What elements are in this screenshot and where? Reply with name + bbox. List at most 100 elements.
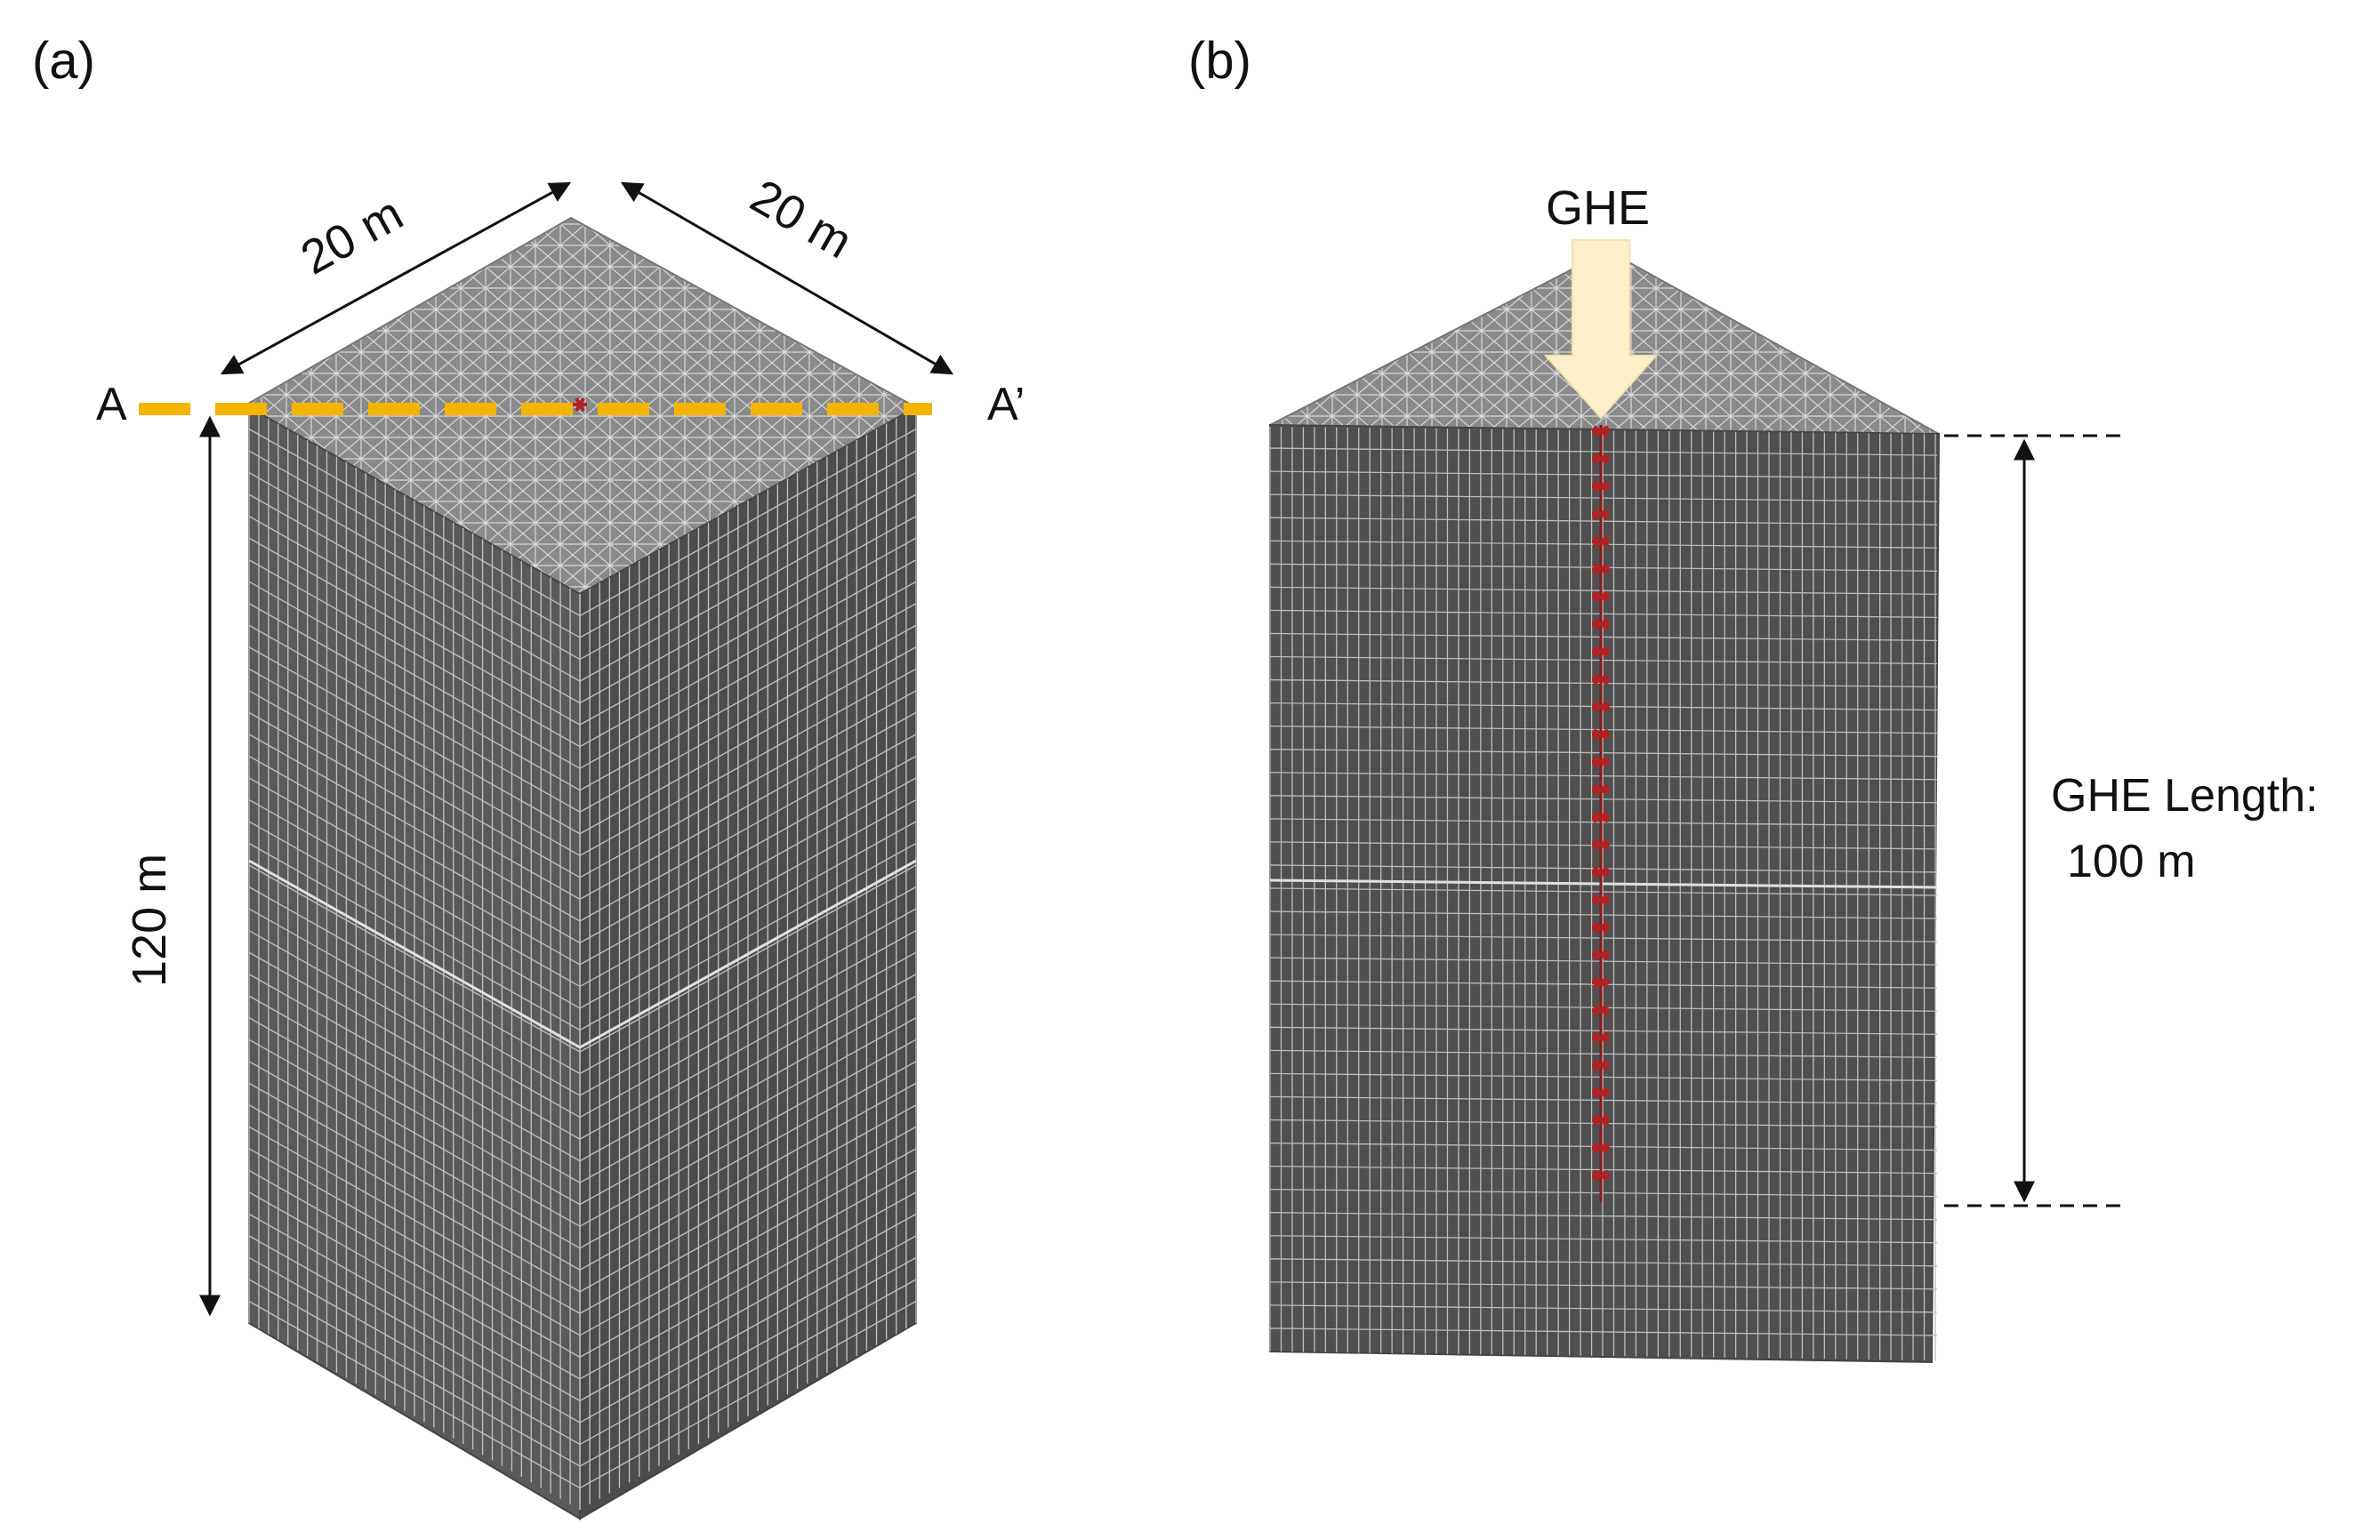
mesh-line [248, 711, 581, 900]
mesh-line [1269, 1258, 1938, 1267]
mesh-line [248, 1126, 581, 1314]
mesh-line [248, 951, 581, 1140]
section-start-label: A [96, 379, 127, 430]
mesh-line [1269, 957, 1938, 966]
ghe-element-marker [1592, 894, 1610, 906]
mesh-line [1269, 934, 1938, 942]
mesh-line [248, 603, 581, 791]
mesh-line [1269, 1304, 1938, 1313]
width-dimension-left [220, 181, 572, 375]
mesh-line [248, 1104, 581, 1293]
ghe-element-marker [1592, 453, 1610, 465]
mesh-line [579, 624, 917, 813]
mesh-line [248, 864, 581, 1053]
mesh-line [1269, 632, 1938, 642]
mesh-line [248, 777, 581, 966]
ghe-element-marker [1592, 646, 1610, 658]
mesh-line [579, 951, 917, 1140]
ghe-element-marker [1592, 1114, 1610, 1127]
mesh-line [579, 1017, 917, 1206]
ghe-arrow [1543, 239, 1659, 420]
mesh-line [579, 798, 917, 988]
ghe-element-marker [1592, 425, 1610, 437]
ghe-element-marker [1592, 535, 1610, 548]
mesh-line [579, 690, 917, 878]
mesh-line [1269, 772, 1938, 781]
ghe-element-column [1592, 425, 1610, 1202]
mesh-line [1269, 1212, 1938, 1221]
mesh-line [579, 842, 917, 1031]
mesh-line [1269, 1026, 1938, 1035]
mesh-line [248, 886, 581, 1075]
mesh-line [248, 1191, 581, 1380]
mesh-line [248, 974, 581, 1162]
mesh-line [579, 1300, 917, 1489]
mesh-line [248, 581, 581, 769]
mesh-line [248, 734, 581, 922]
mesh-line [579, 450, 917, 638]
mesh-line [1269, 447, 1938, 456]
panel-b: (b) GHE GHE Length: 100 m [1188, 32, 2319, 1364]
ghe-element-marker [1592, 728, 1610, 741]
ghe-element-marker [1592, 1169, 1610, 1182]
ghe-element-marker [1592, 838, 1610, 851]
mesh-line [1269, 1165, 1938, 1175]
ghe-length-label-line2: 100 m [2067, 836, 2196, 887]
ghe-element-marker [1592, 866, 1610, 878]
mesh-line [579, 1169, 917, 1358]
mesh-line [248, 929, 581, 1119]
mesh-line [248, 1039, 581, 1227]
mesh-line [579, 755, 917, 943]
mesh-line [1269, 517, 1938, 525]
panel-b-label: (b) [1188, 32, 1251, 90]
half-block-mesh-lines [1269, 427, 1938, 1360]
mesh-line [248, 1169, 581, 1358]
mesh-line [1269, 749, 1938, 758]
mesh-line [579, 493, 917, 682]
ghe-element-marker [1592, 949, 1610, 961]
mesh-line [579, 1213, 917, 1401]
mesh-line [579, 974, 917, 1162]
mesh-line [248, 1235, 581, 1424]
mesh-line [1269, 609, 1938, 619]
ghe-element-marker [1592, 921, 1610, 934]
mesh-line [1269, 678, 1938, 688]
mesh-line [248, 798, 581, 988]
mesh-line [248, 1017, 581, 1206]
mesh-line [579, 1104, 917, 1293]
mesh-line [579, 471, 917, 661]
ghe-element-marker [1592, 480, 1610, 493]
ghe-label: GHE [1546, 181, 1650, 235]
ghe-element-marker [1592, 1142, 1610, 1154]
mesh-line [248, 1061, 581, 1249]
mesh-line [248, 755, 581, 943]
panel-a-label: (a) [32, 32, 95, 90]
mesh-line [1269, 1049, 1938, 1058]
mesh-line [579, 581, 917, 769]
block-mesh-lines [248, 407, 917, 1510]
mesh-line [1269, 470, 1938, 479]
mesh-line [1269, 910, 1938, 919]
ghe-element-marker [1592, 1059, 1610, 1071]
ghe-element-marker [1592, 1004, 1610, 1016]
mesh-line [579, 428, 917, 617]
height-label: 120 m [123, 854, 176, 987]
mesh-line [579, 537, 917, 726]
ghe-element-marker [1592, 618, 1610, 630]
mesh-line [248, 559, 581, 748]
mesh-line [248, 537, 581, 726]
mesh-line [248, 1148, 581, 1336]
ghe-element-marker [1592, 1031, 1610, 1044]
ghe-element-marker [1592, 811, 1610, 823]
mesh-line [579, 821, 917, 1009]
mesh-line [1269, 1189, 1938, 1198]
mesh-line [579, 886, 917, 1075]
section-end-label: A’ [987, 379, 1025, 430]
mesh-line [1269, 1072, 1938, 1082]
mesh-line [1269, 1327, 1938, 1336]
mesh-line [579, 777, 917, 966]
mesh-line [248, 1213, 581, 1401]
mesh-line [248, 821, 581, 1009]
mesh-line [579, 1039, 917, 1227]
mesh-line [1269, 878, 1938, 889]
